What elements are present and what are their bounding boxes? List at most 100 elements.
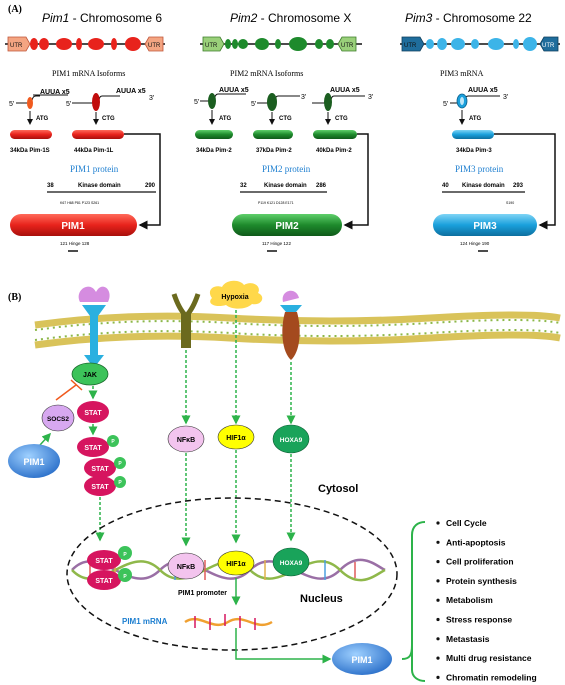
function-bullet (436, 617, 440, 622)
five-prime-label: 5' (66, 101, 71, 108)
gene-name-pim2: Pim2 (230, 11, 258, 25)
isoform-pim2-c: AUUA x5 3' CTG 40kDa Pim-2 (312, 87, 373, 154)
function-bullet (436, 579, 440, 583)
function-bullet (436, 675, 440, 680)
phospho-stat-dimer: STAT STAT P P (84, 457, 126, 496)
mrna-title-pim3: PIM3 mRNA (440, 69, 484, 78)
five-prime-label: 5' (9, 101, 14, 108)
arrow-translation (235, 628, 332, 664)
gene-chrom-pim1: - Chromosome 6 (69, 11, 162, 25)
function-item: Cell Cycle (446, 518, 487, 528)
panel-b-label: (B) (8, 292, 21, 303)
utr-right-pim1: UTR (148, 43, 161, 49)
function-item: Stress response (446, 615, 512, 625)
pim1-left-label: PIM1 (23, 457, 44, 467)
cytokine-receptor (78, 286, 110, 368)
codon-label: ATG (219, 116, 232, 122)
function-bullet (436, 598, 440, 602)
product-label: 40kDa Pim-2 (316, 148, 352, 154)
domain-label: Kinase domain (462, 183, 505, 189)
product-label: 34kDa Pim-3 (456, 148, 492, 154)
nuclear-hif (217, 550, 255, 576)
kinase-domain-pim1: 38 Kinase domain 290 K67 H68 P81 P123 S2… (47, 183, 156, 205)
function-item: Chromatin remodeling (446, 672, 537, 682)
phospho-stat: STAT P (77, 435, 119, 457)
gene-title-pim3: Pim3 - Chromosome 22 (405, 11, 532, 25)
phospho-label: P (118, 480, 122, 486)
kinase-domain-pim3: 40 Kinase domain 293 S190 (442, 183, 525, 205)
domain-end: 290 (145, 183, 156, 189)
nuclear-nfkb-label: NFκB (177, 564, 195, 571)
hinge-pim1: 121 Hinge 128 (60, 241, 90, 246)
function-item: Metastasis (446, 634, 490, 644)
protein-title-pim2: PIM2 protein (262, 164, 311, 174)
hypoxia-label: Hypoxia (221, 294, 248, 301)
codon-label: ATG (469, 116, 482, 122)
hif-node (217, 424, 255, 450)
gene-name-pim3: Pim3 (405, 11, 433, 25)
hypoxia-cloud: Hypoxia (209, 280, 263, 309)
protein-pill-pim2: PIM2 (232, 214, 342, 236)
gene-chrom-pim3: - Chromosome 22 (432, 11, 532, 25)
arrow-pim1-socs2 (39, 432, 52, 446)
receptor-y (171, 293, 201, 348)
motif-label: AUUA x5 (468, 87, 498, 94)
function-bullet (436, 521, 440, 525)
domain-label: Kinase domain (78, 183, 121, 189)
gene-title-pim2: Pim2 - Chromosome X (230, 11, 351, 25)
hinge-pim2: 117 Hinge 122 (262, 241, 291, 246)
domain-label: Kinase domain (264, 183, 307, 189)
three-prime-label: 3' (368, 94, 373, 101)
nuclear-nfkb (167, 552, 205, 580)
inhibition-bar (70, 379, 83, 391)
arrow-pim2-long (343, 133, 369, 230)
kinase-domain-pim2: 32 Kinase domain 286 P119 K121 D128 E171 (240, 183, 327, 205)
protein-label: PIM2 (275, 221, 299, 232)
cytosol-label: Cytosol (318, 483, 358, 495)
gene-name-pim1: Pim1 (42, 11, 69, 25)
product-label: 44kDa Pim-1L (74, 148, 114, 154)
cell-membrane (34, 311, 561, 349)
mrna-title-pim2: PIM2 mRNA Isoforms (230, 69, 303, 78)
five-prime-label: 5' (251, 101, 256, 108)
function-bullet (436, 540, 440, 544)
domain-sites: S190 (506, 201, 514, 205)
isoform-pim2-a: 5' AUUA x5 ATG 34kDa Pim-2 (194, 87, 249, 154)
protein-label: PIM3 (473, 221, 497, 232)
jak-node (71, 362, 109, 386)
utr-left-pim3: UTR (404, 43, 417, 49)
function-item: Anti-apoptosis (446, 537, 506, 547)
motif-label: AUUA x5 (219, 87, 249, 94)
pim1-output-label: PIM1 (351, 655, 372, 665)
domain-start: 32 (240, 183, 247, 189)
gene-structure-pim1: UTR UTR (5, 36, 165, 52)
function-item: Multi drug resistance (446, 653, 532, 663)
five-prime-label: 5' (194, 99, 199, 106)
gene-chrom-pim2: - Chromosome X (257, 11, 351, 25)
protein-pill-pim1: PIM1 (10, 214, 137, 236)
function-item: Metabolism (446, 595, 493, 605)
socs2-node (41, 404, 75, 432)
nucleus-label: Nucleus (300, 593, 343, 605)
hoxa9-label: HOXA9 (280, 437, 303, 444)
panel-a-label: (A) (8, 4, 22, 15)
hoxa9-node (272, 424, 310, 454)
phospho-label: P (123, 574, 127, 580)
pim1-output-node (332, 643, 392, 675)
function-brace (401, 521, 426, 682)
gene-title-pim1: Pim1 - Chromosome 6 (42, 11, 162, 25)
socs2-label: SOCS2 (47, 416, 69, 423)
protein-title-pim1: PIM1 protein (70, 164, 119, 174)
function-item: Cell proliferation (446, 557, 514, 567)
hif-label: HIF1α (226, 435, 246, 442)
domain-start: 38 (47, 183, 54, 189)
pim1-left-node (8, 444, 60, 478)
codon-label: ATG (36, 116, 49, 122)
function-bullet (436, 560, 440, 564)
function-item: Protein synthesis (446, 576, 517, 586)
protein-pill-pim3: PIM3 (433, 214, 537, 236)
phospho-label: P (118, 461, 122, 467)
mrna-title-pim1: PIM1 mRNA Isoforms (52, 69, 125, 78)
